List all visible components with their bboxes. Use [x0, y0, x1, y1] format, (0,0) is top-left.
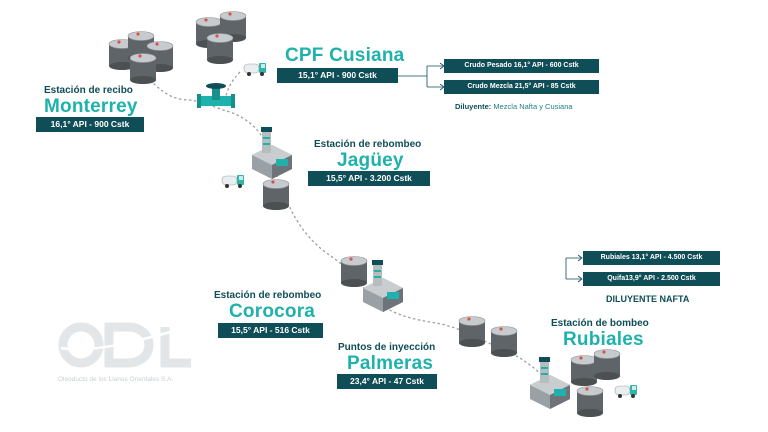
- cusiana-feed-line: [225, 71, 241, 97]
- pump-station-icon: [530, 357, 570, 409]
- palmeras-title: Palmeras: [347, 353, 434, 374]
- tank-icon: [340, 256, 368, 288]
- pipeline-line: [149, 79, 546, 379]
- corocora-spec: 15,5° API - 516 Cstk: [218, 323, 323, 338]
- tank-icon: [576, 386, 604, 418]
- palmeras-spec: 23,4° API - 47 Cstk: [337, 374, 437, 389]
- tank-icon: [262, 179, 290, 211]
- corocora-sublabel: Estación de rebombeo: [214, 290, 322, 301]
- cusiana-branch-1: Crudo Pesado 16,1° API - 600 Cstk: [444, 59, 599, 73]
- palmeras-sublabel: Puntos de inyección: [338, 342, 436, 353]
- monterrey-sublabel: Estación de recibo: [44, 85, 133, 96]
- truck-icon: [614, 384, 638, 399]
- diluyente-nafta-label: DILUYENTE NAFTA: [606, 294, 690, 304]
- odl-logo-subtitle: Oleoducto de los Llanos Orientales S.A.: [58, 376, 174, 383]
- rubiales-sublabel: Estación de bombeo: [551, 318, 649, 329]
- rubiales-title: Rubiales: [563, 329, 644, 350]
- tank-icon: [593, 349, 621, 381]
- cusiana-title: CPF Cusiana: [285, 45, 405, 66]
- truck-icon: [243, 62, 267, 77]
- rubiales-branch-bracket: [565, 257, 581, 280]
- tank-icon: [570, 355, 598, 387]
- jaguey-spec: 15,5° API - 3.200 Cstk: [308, 171, 430, 186]
- truck-icon: [221, 174, 245, 189]
- monterrey-title: Monterrey: [44, 96, 138, 117]
- corocora-title: Corocora: [229, 301, 316, 322]
- diluyente-value: Mezcla Nafta y Cusiana: [493, 102, 573, 111]
- tank-icon: [206, 33, 234, 65]
- tank-icon: [490, 326, 518, 358]
- diluyente-note: Diluyente: Mezcla Nafta y Cusiana: [455, 102, 573, 111]
- tank-icon: [129, 53, 157, 85]
- monterrey-spec: 16,1° API - 900 Cstk: [36, 117, 144, 132]
- odl-logo: [58, 322, 194, 368]
- diluyente-label: Diluyente:: [455, 102, 492, 111]
- cusiana-branch-bracket: [426, 65, 443, 88]
- rubiales-branch-arrowheads: [577, 254, 583, 283]
- pump-station-icon: [363, 260, 403, 312]
- rubiales-branch-1: Rubiales 13,1° API - 4.500 Cstk: [583, 251, 720, 265]
- pump-station-icon: [252, 127, 292, 179]
- valve-icon: [197, 83, 235, 108]
- jaguey-sublabel: Estación de rebombeo: [314, 139, 422, 150]
- cusiana-branch-2: Crudo Mezcla 21,5° API - 85 Cstk: [444, 80, 599, 94]
- tank-icon: [458, 316, 486, 348]
- cusiana-spec: 15,1° API - 900 Cstk: [277, 68, 398, 83]
- rubiales-branch-2: Quifa13,9° API - 2.500 Cstk: [583, 272, 720, 286]
- jaguey-title: Jagüey: [337, 150, 404, 171]
